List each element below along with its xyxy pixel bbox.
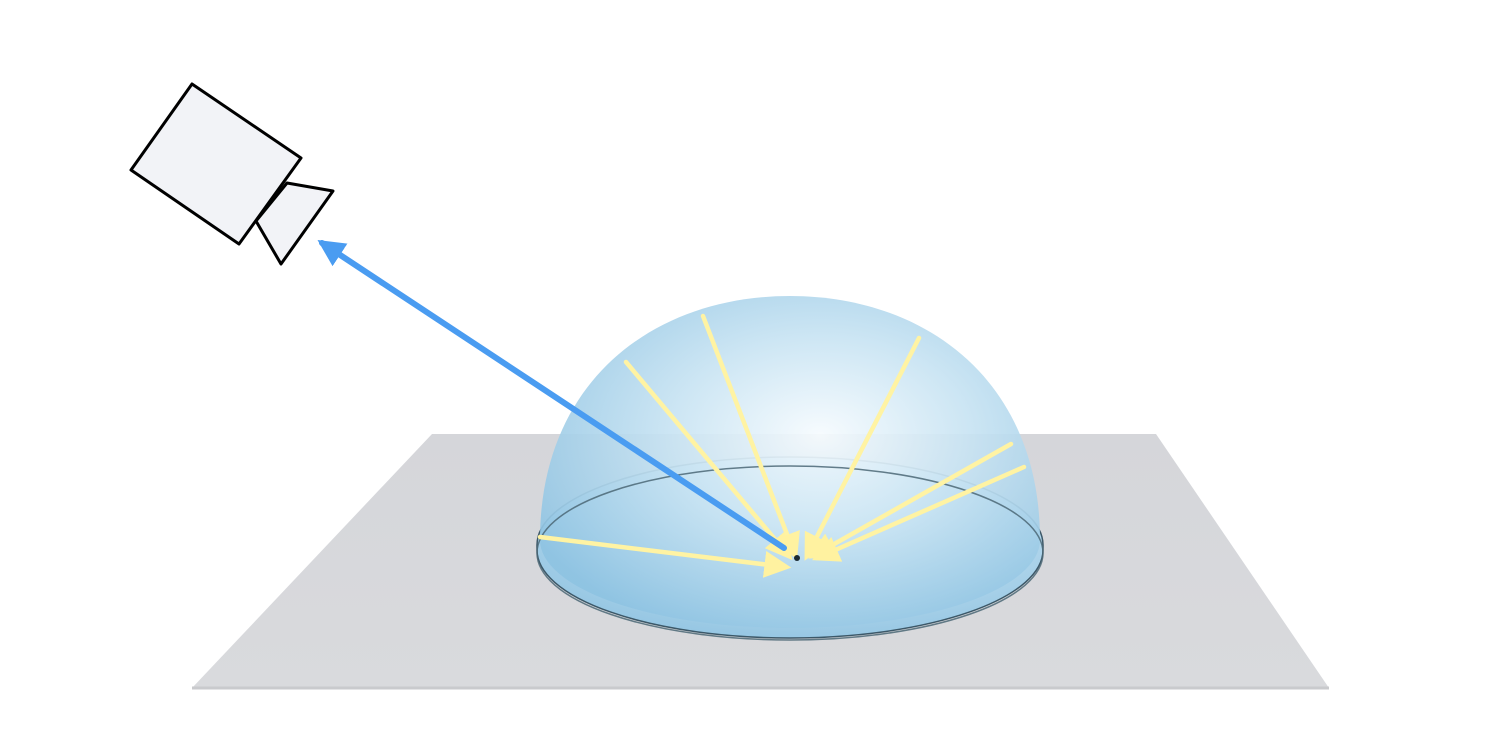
camera-body <box>129 82 303 246</box>
hemisphere-dome <box>540 296 1040 628</box>
hemisphere-equator <box>536 465 1044 641</box>
light-ray-3 <box>700 313 800 561</box>
light-ray-4 <box>804 335 922 561</box>
light-ray-1 <box>537 534 792 578</box>
surface-point <box>794 555 800 561</box>
light-ray-2 <box>623 359 793 561</box>
view-ray-arrow <box>317 240 787 551</box>
light-ray-6 <box>812 464 1027 562</box>
camera-icon <box>129 82 335 266</box>
incoming-light-rays <box>537 313 1027 578</box>
light-ray-5 <box>808 441 1014 559</box>
